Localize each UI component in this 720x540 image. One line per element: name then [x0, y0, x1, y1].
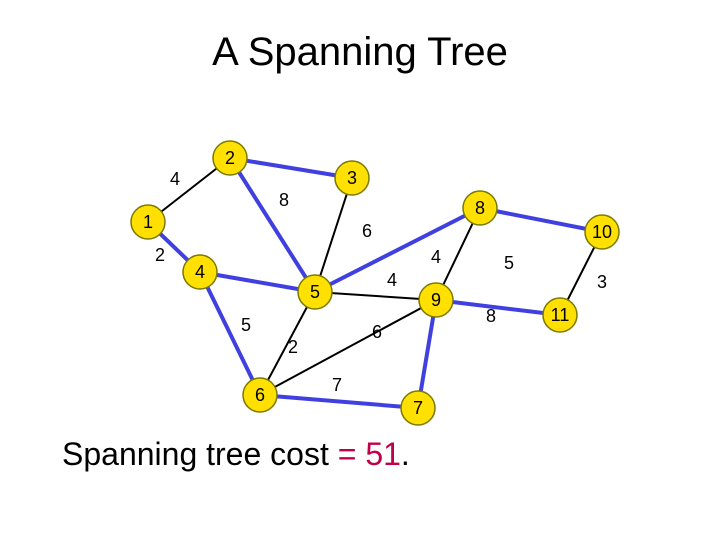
graph-node: 4	[182, 254, 218, 290]
edge-c-e-tree	[478, 206, 604, 234]
edge-weight-label: 4	[387, 270, 397, 290]
node-circle	[400, 390, 436, 426]
node-label: 5	[310, 282, 320, 302]
cost-value: = 51	[337, 436, 401, 472]
graph-node: 8	[462, 190, 498, 226]
node-circle	[297, 274, 333, 310]
node-circle	[182, 254, 218, 290]
edge-g-j	[259, 291, 316, 396]
graph-node: 10	[584, 214, 620, 250]
edge-weight-label: 5	[241, 315, 251, 335]
graph-node: 6	[242, 377, 278, 413]
node-circle	[130, 204, 166, 240]
graph-node: 1	[130, 204, 166, 240]
edge-weight-label: 6	[372, 322, 382, 342]
edge-weight-label: 8	[486, 306, 496, 326]
edge-weight-label: 3	[597, 272, 607, 292]
edge-b-g	[314, 177, 353, 293]
node-circle	[334, 160, 370, 196]
edge-h-j	[259, 299, 437, 396]
node-circle	[242, 377, 278, 413]
edge-a-g-tree	[228, 156, 317, 294]
cost-caption-period: .	[400, 436, 410, 472]
cost-caption-text: Spanning tree cost	[62, 436, 338, 472]
graph-node: 9	[418, 282, 454, 318]
graph-node: 11	[542, 297, 578, 333]
node-label: 6	[255, 385, 265, 405]
node-label: 9	[431, 290, 441, 310]
node-label: 7	[413, 398, 423, 418]
edge-weight-label: 5	[504, 253, 514, 273]
edge-g-c-tree	[313, 206, 482, 294]
edge-weight-label: 4	[431, 247, 441, 267]
node-circle	[584, 214, 620, 250]
graph-node: 7	[400, 390, 436, 426]
edge-f-j-tree	[198, 270, 262, 397]
node-label: 3	[347, 168, 357, 188]
edge-j-k-tree	[258, 393, 420, 410]
edge-weight-label: 2	[288, 337, 298, 357]
node-label: 11	[551, 305, 570, 325]
slide-title: A Spanning Tree	[212, 30, 508, 74]
node-label: 8	[475, 198, 485, 218]
edge-weight-label: 7	[332, 375, 342, 395]
node-label: 2	[225, 148, 235, 168]
graph-node: 5	[297, 274, 333, 310]
nodes-layer: 2 3 8 1 10 4 5 9 11 6 7	[130, 140, 620, 426]
node-circle	[212, 140, 248, 176]
graph-node: 3	[334, 160, 370, 196]
edge-g-h	[314, 291, 437, 301]
node-circle	[462, 190, 498, 226]
node-circle	[418, 282, 454, 318]
edges-layer	[146, 156, 604, 410]
edge-weight-label: 4	[170, 169, 180, 189]
edge-h-k-tree	[416, 298, 438, 410]
cost-caption: Spanning tree cost = 51.	[62, 436, 410, 473]
edge-weight-label: 6	[362, 221, 372, 241]
edge-f-g-tree	[198, 270, 317, 294]
node-label: 10	[592, 222, 612, 242]
edge-labels-layer: 4 8 6 2 5 4 4 5 2 7 6 8 3	[155, 169, 607, 395]
node-label: 4	[195, 262, 205, 282]
graph-node: 2	[212, 140, 248, 176]
edge-weight-label: 2	[155, 245, 165, 265]
edge-h-i-tree	[434, 298, 562, 317]
node-label: 1	[143, 212, 153, 232]
node-circle	[542, 297, 578, 333]
edge-weight-label: 8	[279, 190, 289, 210]
edge-a-b-tree	[228, 156, 354, 180]
